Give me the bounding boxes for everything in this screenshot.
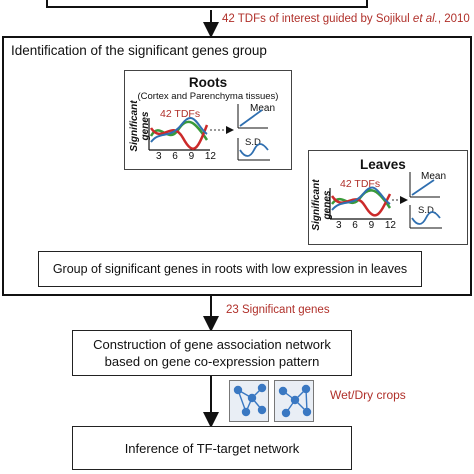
leaves-title: Leaves (360, 157, 406, 172)
roots-title: Roots (188, 75, 228, 90)
roots-mean-line (239, 109, 263, 127)
leaves-curve-red (330, 193, 392, 217)
network-node (290, 395, 300, 405)
network-node (281, 408, 291, 418)
network-box: Construction of gene association network… (72, 330, 352, 376)
roots-x-ticks: 3 6 9 12 (156, 151, 216, 162)
leaves-curve-blue (331, 186, 391, 211)
tdfs-guided-suffix: , 2010 (437, 13, 470, 25)
leaves-x-ticks: 3 6 9 12 (336, 220, 396, 231)
roots-curve-green (149, 120, 209, 141)
roots-x-tick: 9 (188, 151, 195, 162)
roots-x-tick: 6 (172, 151, 178, 162)
network-node (241, 407, 251, 417)
group-box-text: Group of significant genes in roots with… (52, 262, 408, 276)
roots-mean-label: Mean (250, 103, 276, 114)
roots-sd-label: S.D. (245, 137, 264, 148)
leaves-mean-label: Mean (421, 171, 447, 182)
roots-panel (124, 70, 292, 170)
wet-dry-annotation: Wet/Dry crops (330, 388, 406, 402)
leaves-mean-line (411, 179, 435, 196)
network-node (302, 407, 312, 417)
network-node (278, 386, 288, 396)
network-box-line2: based on gene co-expression pattern (104, 354, 320, 369)
tdfs-guided-prefix: 42 TDFs of interest guided by Sojikul (222, 13, 413, 25)
leaves-x-tick: 12 (384, 220, 396, 231)
network-node (257, 383, 267, 393)
leaves-x-tick: 6 (352, 220, 358, 231)
roots-x-tick: 12 (204, 151, 216, 162)
tf-target-box: Inference of TF-target network (72, 426, 352, 470)
roots-sd-curve (239, 143, 269, 157)
leaves-x-tick: 3 (336, 220, 342, 231)
leaves-sd-label: S.D. (418, 205, 437, 216)
tf-target-box-text: Inference of TF-target network (124, 440, 300, 456)
top-box (46, 0, 368, 8)
roots-x-tick: 3 (156, 151, 162, 162)
tdfs-guided-annotation: 42 TDFs of interest guided by Sojikul et… (222, 13, 470, 25)
network-node (257, 405, 267, 415)
group-box: Group of significant genes in roots with… (38, 251, 422, 287)
network-node (233, 385, 243, 395)
network-box-line1: Construction of gene association network (93, 337, 331, 352)
tdfs-guided-etal: et al. (412, 13, 438, 25)
roots-curve-red (149, 124, 209, 150)
roots-curve-blue (150, 116, 208, 143)
significant-genes-annotation: 23 Significant genes (226, 304, 330, 316)
leaves-x-tick: 9 (368, 220, 375, 231)
network-node (247, 393, 257, 403)
identification-title: Identification of the significant genes … (11, 43, 267, 58)
roots-subtitle: (Cortex and Parenchyma tissues) (137, 91, 279, 102)
network-node (301, 384, 311, 394)
leaves-sd-curve (411, 211, 441, 225)
